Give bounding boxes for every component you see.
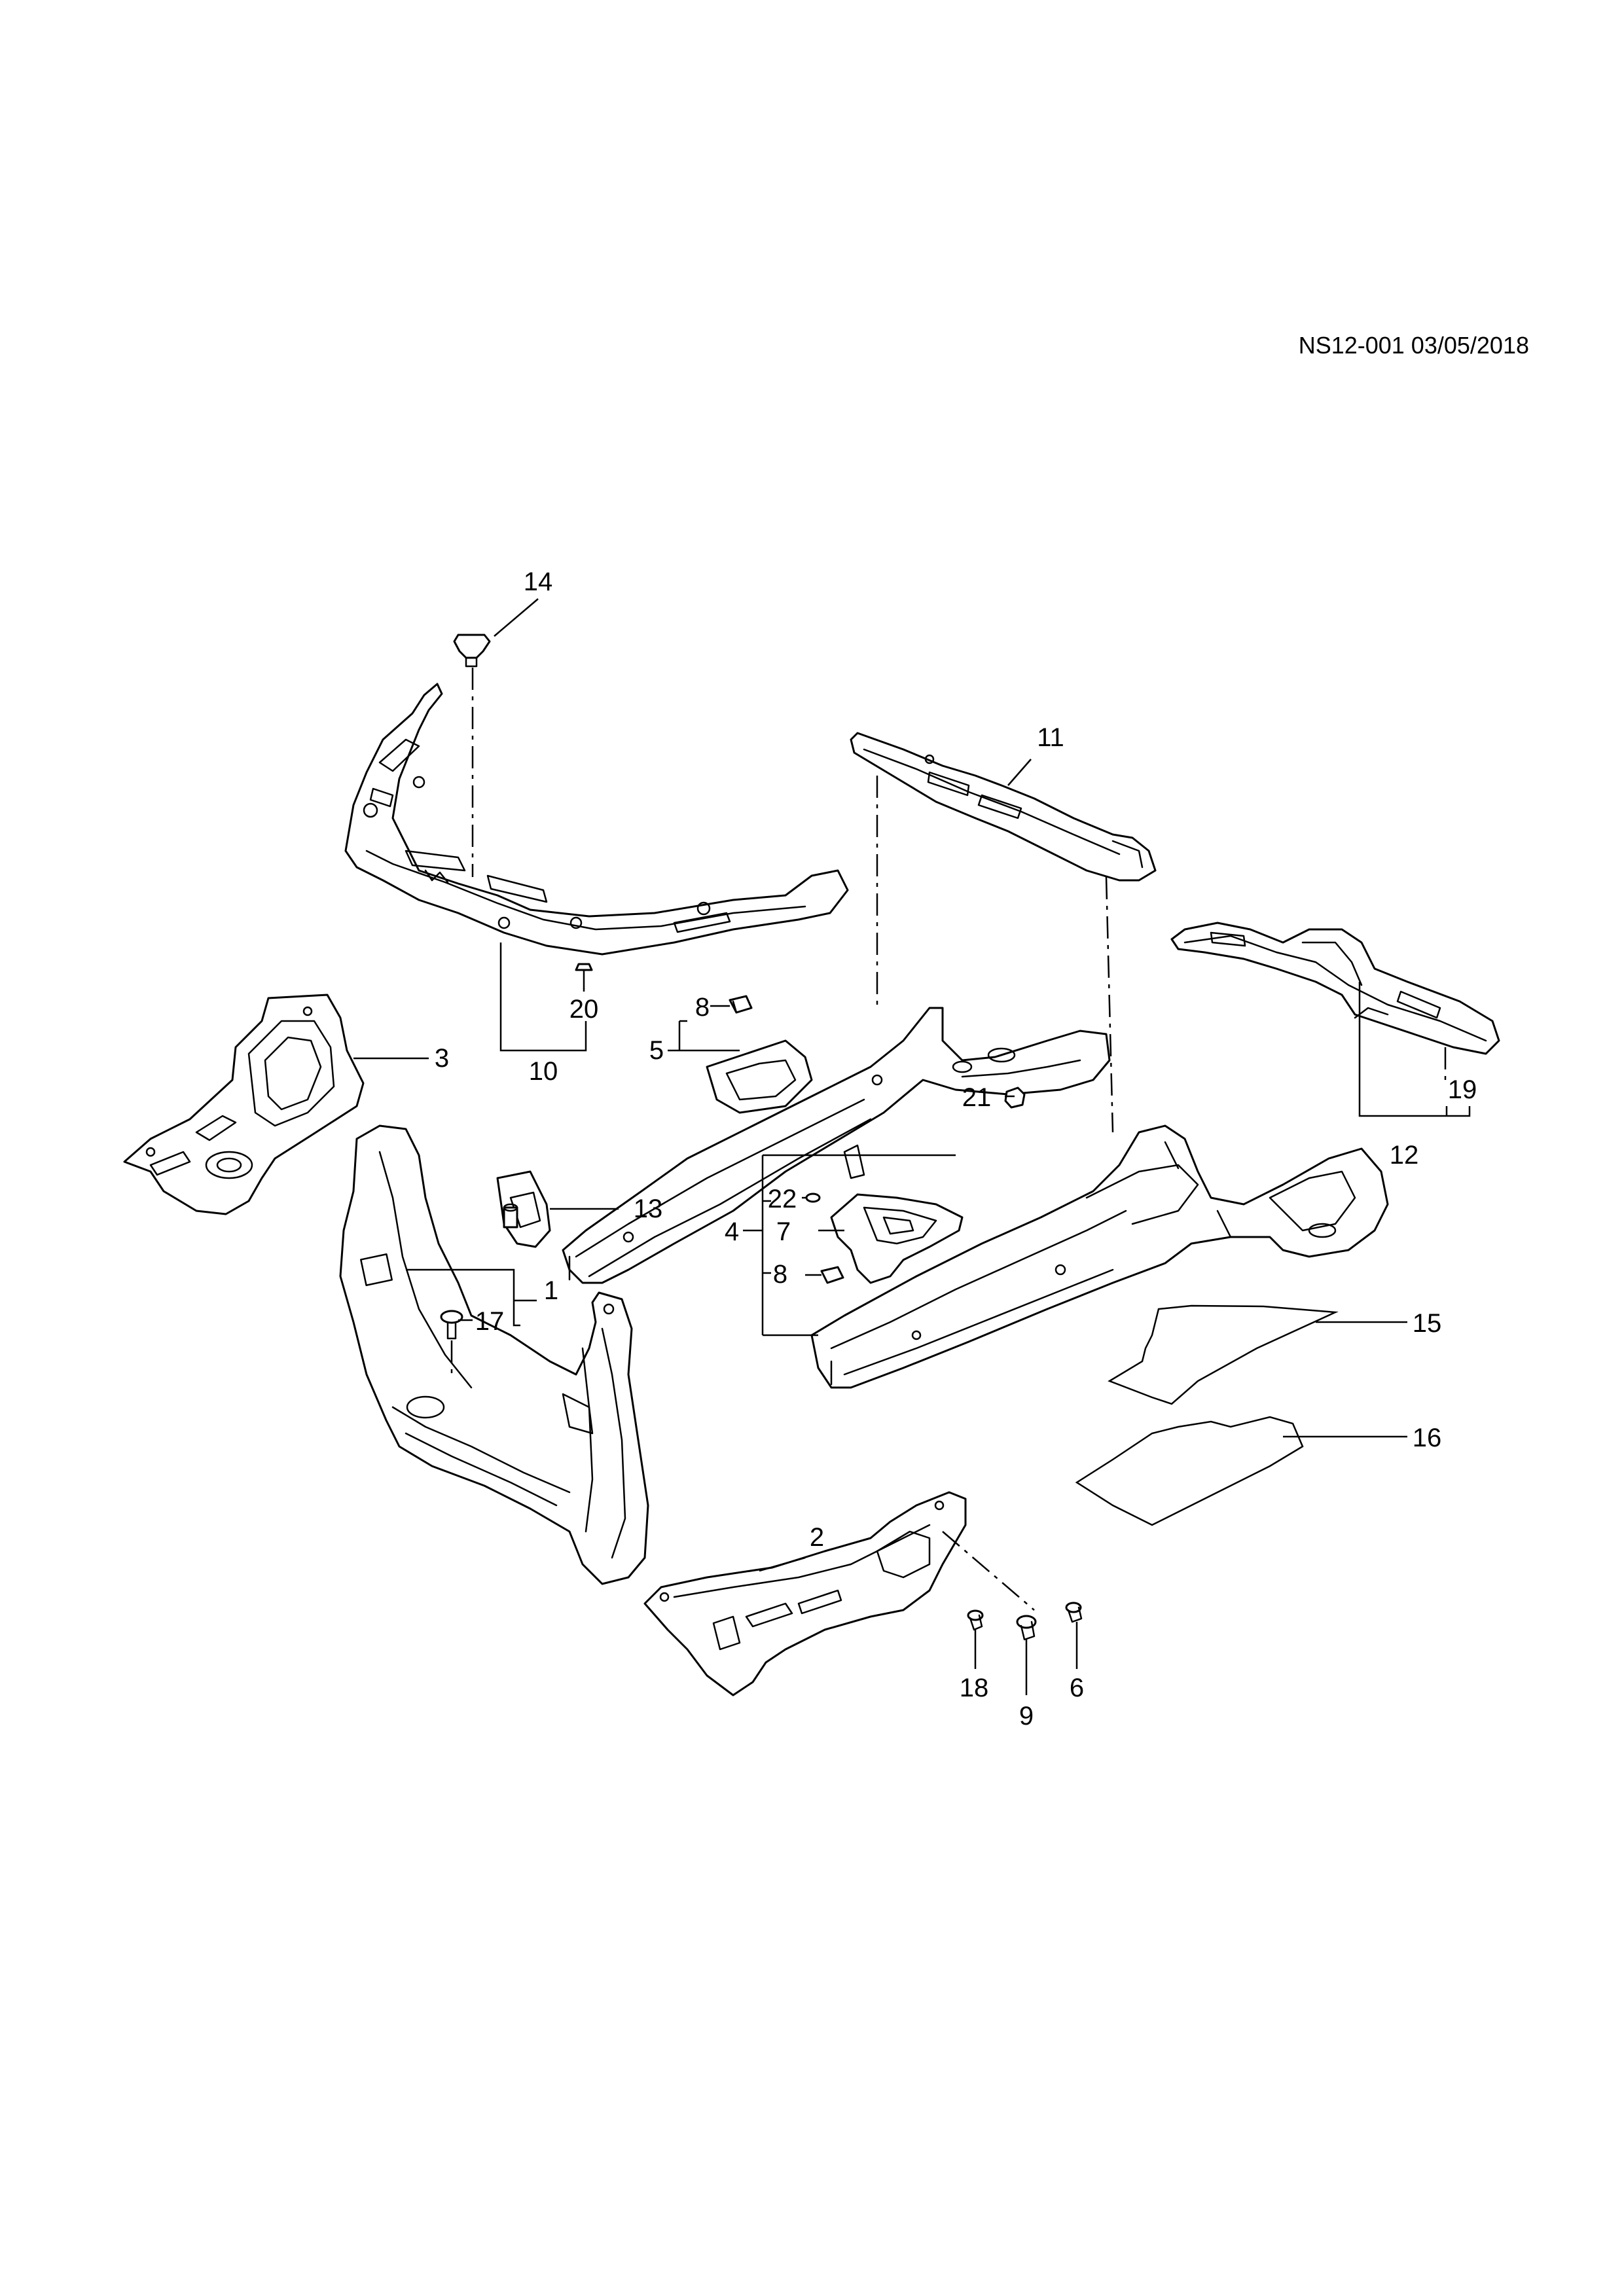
- callout-17: 17: [475, 1307, 505, 1336]
- callout-13: 13: [634, 1194, 663, 1223]
- callout-20: 20: [569, 995, 599, 1024]
- callout-labels: 14 11 20 10 8 5 3 21 19 12 13 22 4 7 1 8…: [435, 567, 1477, 1731]
- callout-21: 21: [962, 1083, 992, 1112]
- part-13-bracket: [496, 1170, 551, 1248]
- callout-7: 7: [776, 1217, 791, 1246]
- part-8-clip-lower: [820, 1266, 844, 1284]
- part-4-lower-rail: [810, 1124, 1389, 1389]
- part-6-fastener: [1065, 1602, 1083, 1623]
- part-5-upper-rail: [562, 1007, 1111, 1284]
- part-3-left-panel: [123, 994, 365, 1215]
- part-16-mat: [1075, 1416, 1304, 1526]
- callout-2: 2: [810, 1523, 824, 1552]
- callout-5: 5: [649, 1036, 664, 1065]
- callout-9: 9: [1019, 1702, 1034, 1731]
- part-11-upper-rear-rail: [850, 732, 1157, 882]
- callout-22: 22: [768, 1185, 797, 1213]
- dash-line-11b: [1105, 876, 1114, 1133]
- part-17-push-pin: [440, 1310, 463, 1340]
- callout-18: 18: [960, 1674, 989, 1702]
- callout-16: 16: [1413, 1424, 1442, 1452]
- part-15-mat: [1108, 1304, 1339, 1405]
- callout-8-upper: 8: [695, 993, 710, 1022]
- part-14-clip: [453, 634, 491, 668]
- part-9-fastener: [1016, 1615, 1037, 1641]
- part-8-clip-upper: [729, 995, 753, 1014]
- callout-6: 6: [1070, 1674, 1084, 1702]
- part-10-upper-tie-bar: [344, 683, 849, 956]
- part-20-screw: [575, 963, 593, 990]
- part-21-nut: [1004, 1086, 1026, 1109]
- diagram-reference: NS12-001 03/05/2018: [1299, 332, 1529, 359]
- part-22-nut: [805, 1193, 821, 1203]
- callout-8-lower: 8: [773, 1260, 787, 1289]
- callout-11: 11: [1037, 723, 1064, 752]
- part-18-fastener: [967, 1609, 984, 1631]
- part-2-lower-panel: [643, 1491, 967, 1696]
- callout-19: 19: [1448, 1075, 1477, 1104]
- callout-10: 10: [529, 1057, 558, 1086]
- leader-lines: [353, 598, 1471, 1695]
- part-7-bracket: [830, 1193, 964, 1284]
- part-1-front-frame: [339, 1124, 649, 1585]
- dash-line-2: [942, 1531, 1035, 1611]
- callout-3: 3: [435, 1044, 449, 1073]
- callout-4: 4: [725, 1217, 739, 1246]
- callout-14: 14: [524, 567, 553, 596]
- callout-15: 15: [1413, 1309, 1442, 1338]
- callout-1: 1: [544, 1276, 558, 1305]
- callout-12: 12: [1390, 1141, 1419, 1170]
- part-12-right-rail: [1170, 922, 1500, 1055]
